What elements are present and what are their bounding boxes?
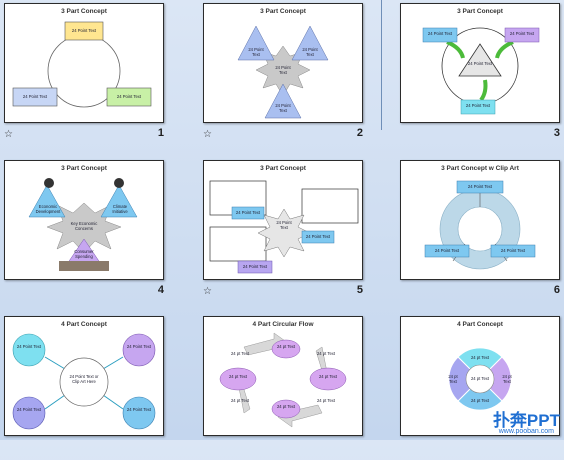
slide-number: 6 xyxy=(553,284,560,296)
shape-label: 24 pt Text xyxy=(228,374,248,379)
shape-label: 24 Point Text xyxy=(302,47,318,57)
slide-title: 4 Part Circular Flow xyxy=(252,321,314,328)
shape-label: 24 Point Text xyxy=(71,28,97,33)
slide-title: 3 Part Concept xyxy=(61,165,107,172)
shape-label: 24 Point Text xyxy=(22,94,48,99)
shape-label: 24 Point Text xyxy=(434,248,460,253)
shape-label: 24 Point Text xyxy=(500,248,526,253)
slide-canvas-4[interactable]: 3 Part Concept Economic Development Clim… xyxy=(4,160,164,280)
slide-thumbnail-7[interactable]: 4 Part Concept 24 Point Text 24 Point Te… xyxy=(0,313,182,460)
slide-canvas-8[interactable]: 4 Part Circular Flow 24 pt Text 24 pt Te… xyxy=(203,316,363,436)
shape-label: 24 pt Text xyxy=(230,398,250,403)
watermark-url: www.pooban.com xyxy=(498,428,554,435)
slide-6-graphic xyxy=(424,180,536,270)
shape-label: 24 Point Text xyxy=(242,264,268,269)
shape-label: 24 Point Text xyxy=(126,344,152,349)
shape-label: 24 Point Text xyxy=(305,234,331,239)
slide-number: 4 xyxy=(157,284,164,296)
shape-label: 24 Point Text xyxy=(427,31,453,36)
slide-thumbnail-9[interactable]: 4 Part Concept 24 pt Text 24 pt Text 24 … xyxy=(396,313,564,460)
shape-label: 24 Point Text xyxy=(275,65,291,75)
slide-number: 1 xyxy=(157,127,164,139)
shape-label: 24 pt Text xyxy=(316,398,336,403)
shape-label: 24 Point Text xyxy=(467,184,493,189)
shape-label: 24 pt Text xyxy=(502,374,512,384)
shape-label: 24 Point Text or Clip Art Here xyxy=(69,374,99,384)
shape-label: 24 Point Text xyxy=(276,220,292,230)
shape-label: 24 Point Text xyxy=(16,344,42,349)
slide-thumbnail-2[interactable]: 3 Part Concept 24 Point Text 24 Point Te… xyxy=(199,0,381,147)
slide-9-graphic xyxy=(448,347,512,411)
slide-thumbnail-6[interactable]: 3 Part Concept w Clip Art 24 Point Text … xyxy=(396,157,564,304)
shape-label: 24 pt Text xyxy=(470,376,490,381)
slide-4-graphic xyxy=(28,178,138,271)
slide-number: 5 xyxy=(356,284,363,296)
shape-label: 24 Point Text xyxy=(116,94,142,99)
slide-title: 4 Part Concept xyxy=(457,321,503,328)
watermark-logo-text: 扑奔PPT xyxy=(492,411,560,430)
shape-label: 24 Point Text xyxy=(465,103,491,108)
slide-thumbnail-8[interactable]: 4 Part Circular Flow 24 pt Text 24 pt Te… xyxy=(199,313,381,460)
shape-label: 24 pt Text xyxy=(276,404,296,409)
slide-title: 3 Part Concept xyxy=(260,8,306,15)
shape-label: 24 pt Text xyxy=(448,374,458,384)
shape-label: 24 Point Text xyxy=(467,61,493,66)
shape-label: 24 Point Text xyxy=(275,103,291,113)
shape-label: 24 pt Text xyxy=(318,374,338,379)
site-watermark: 扑奔PPT www.pooban.com xyxy=(460,406,560,438)
slide-title: 3 Part Concept xyxy=(61,8,107,15)
slide-thumbnail-5[interactable]: 3 Part Concept 24 Point Text 24 Point Te… xyxy=(199,157,381,304)
animation-star-icon[interactable]: ☆ xyxy=(203,129,212,140)
shape-label: Consumer Spending xyxy=(74,249,94,259)
slide-canvas-6[interactable]: 3 Part Concept w Clip Art 24 Point Text … xyxy=(400,160,560,280)
slide-7-graphic xyxy=(12,333,156,430)
shape-label: 24 pt Text xyxy=(316,351,336,356)
shape-label: 24 Point Text xyxy=(235,210,261,215)
slide-canvas-5[interactable]: 3 Part Concept 24 Point Text 24 Point Te… xyxy=(203,160,363,280)
shape-label: 24 Point Text xyxy=(248,47,264,57)
shape-label: Key Economic Concerns xyxy=(70,221,98,231)
slide-title: 3 Part Concept w Clip Art xyxy=(441,165,519,172)
slide-number: 3 xyxy=(553,127,560,139)
slide-1-graphic xyxy=(12,21,152,108)
shape-label: 24 Point Text xyxy=(509,31,535,36)
slide-title: 3 Part Concept xyxy=(457,8,503,15)
slide-5-graphic xyxy=(209,180,359,274)
slide-canvas-1[interactable]: 3 Part Concept 24 Point Text 24 Point Te… xyxy=(4,3,164,123)
shape-label: Climate Initiative xyxy=(112,204,128,214)
slide-thumbnail-1[interactable]: 3 Part Concept 24 Point Text 24 Point Te… xyxy=(0,0,182,147)
shape-label: 24 pt Text xyxy=(470,398,490,403)
shape-label: 24 Point Text xyxy=(126,407,152,412)
slide-title: 4 Part Concept xyxy=(61,321,107,328)
slide-thumbnail-4[interactable]: 3 Part Concept Economic Development Clim… xyxy=(0,157,182,304)
slide-8-graphic xyxy=(219,332,347,428)
shape-label: Economic Development xyxy=(35,204,61,214)
shape-label: 24 pt Text xyxy=(470,355,490,360)
slide-canvas-9[interactable]: 4 Part Concept 24 pt Text 24 pt Text 24 … xyxy=(400,316,560,436)
slide-number: 2 xyxy=(356,127,363,139)
divider-line xyxy=(381,0,382,130)
shape-label: 24 pt Text xyxy=(230,351,250,356)
slide-canvas-2[interactable]: 3 Part Concept 24 Point Text 24 Point Te… xyxy=(203,3,363,123)
shape-label: 24 Point Text xyxy=(16,407,42,412)
animation-star-icon[interactable]: ☆ xyxy=(4,129,13,140)
slide-2-graphic xyxy=(237,25,329,119)
animation-star-icon[interactable]: ☆ xyxy=(203,286,212,297)
slide-canvas-3[interactable]: 3 Part Concept 24 Point Text 24 Point Te… xyxy=(400,3,560,123)
slide-canvas-7[interactable]: 4 Part Concept 24 Point Text 24 Point Te… xyxy=(4,316,164,436)
shape-label: 24 pt Text xyxy=(276,344,296,349)
slide-thumbnail-3[interactable]: 3 Part Concept 24 Point Text 24 Point Te… xyxy=(396,0,564,147)
slide-3-graphic xyxy=(422,27,540,115)
slide-title: 3 Part Concept xyxy=(260,165,306,172)
